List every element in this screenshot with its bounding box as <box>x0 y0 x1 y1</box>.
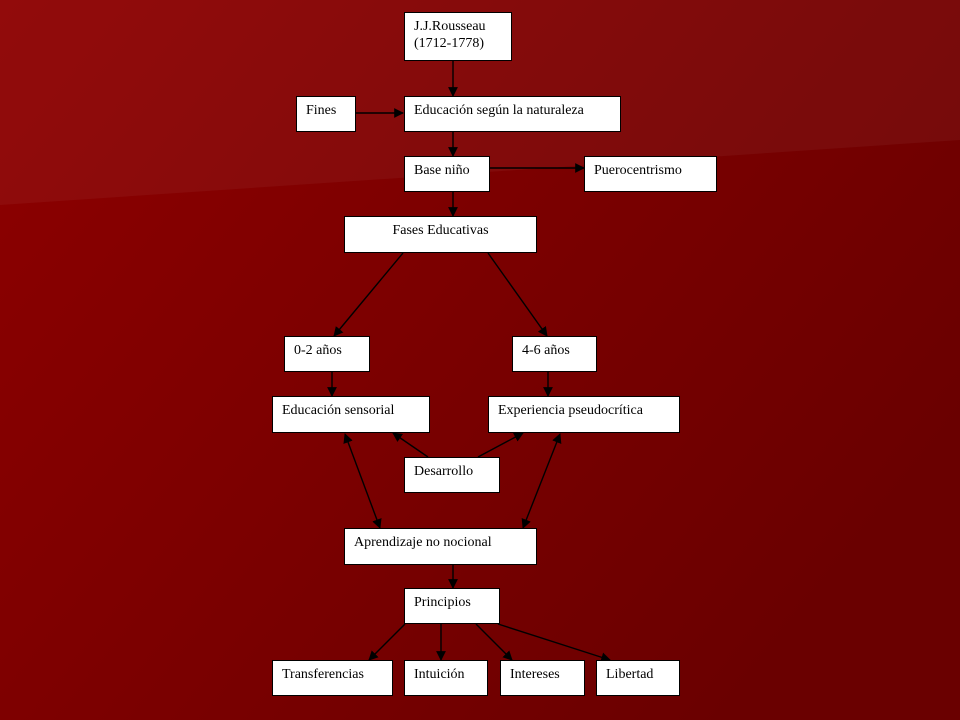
node-intuicion: Intuición <box>404 660 488 696</box>
node-fines: Fines <box>296 96 356 132</box>
edge-sensorial-aprendizaje <box>343 433 382 529</box>
node-fases-educativas: Fases Educativas <box>344 216 537 253</box>
node-rousseau: J.J.Rousseau (1712-1778) <box>404 12 512 61</box>
edge-fases-0-2 <box>333 252 404 337</box>
node-experiencia-pseudocritica: Experiencia pseudocrítica <box>488 396 680 433</box>
node-edad-4-6: 4-6 años <box>512 336 597 372</box>
node-aprendizaje-no-nocional: Aprendizaje no nocional <box>344 528 537 565</box>
node-intereses: Intereses <box>500 660 585 696</box>
node-base-nino: Base niño <box>404 156 490 192</box>
edge-principios-transferencias <box>368 623 406 661</box>
node-transferencias: Transferencias <box>272 660 393 696</box>
edge-principios-libertad <box>497 623 611 662</box>
node-libertad: Libertad <box>596 660 680 696</box>
edge-fases-4-6 <box>487 252 548 337</box>
edge-desarrollo-pseudocritica <box>477 432 524 458</box>
node-educacion-naturaleza: Educación según la naturaleza <box>404 96 621 132</box>
edge-pseudocritica-aprendizaje <box>521 433 562 529</box>
node-principios: Principios <box>404 588 500 624</box>
node-desarrollo: Desarrollo <box>404 457 500 493</box>
node-educacion-sensorial: Educación sensorial <box>272 396 430 433</box>
edge-desarrollo-sensorial <box>392 432 429 458</box>
node-rousseau-name: J.J.Rousseau <box>414 19 486 34</box>
node-edad-0-2: 0-2 años <box>284 336 370 372</box>
node-puerocentrismo: Puerocentrismo <box>584 156 717 192</box>
edge-principios-intereses <box>475 623 513 661</box>
node-rousseau-years: (1712-1778) <box>414 36 484 51</box>
